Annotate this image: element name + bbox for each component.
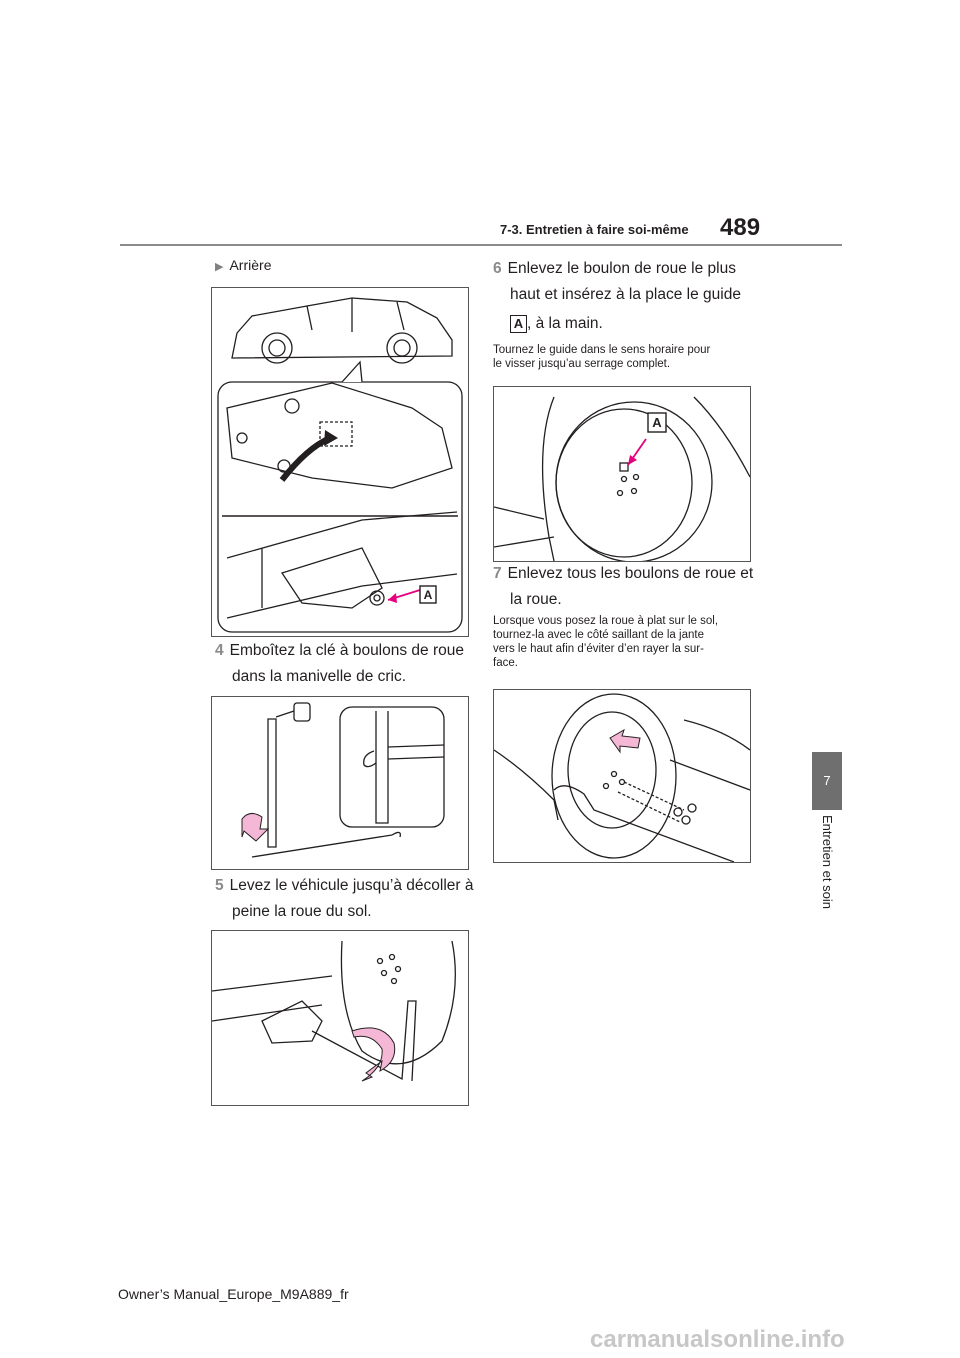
page-number: 489	[720, 214, 761, 241]
note-7-line4: face.	[493, 657, 518, 669]
triangle-bullet-icon: ▶	[215, 261, 224, 273]
step-6-number: 6	[493, 260, 502, 277]
guide-callout-badge: A	[510, 314, 527, 333]
figure-callout-label: A	[652, 415, 662, 430]
guide-insert-illustration: A	[494, 396, 750, 561]
step-7-line2: la roue.	[510, 591, 562, 608]
chapter-tab: 7	[812, 752, 842, 810]
figure-wrench-crank	[211, 696, 469, 870]
header-divider	[120, 244, 842, 246]
watermark: carmanualsonline.info	[590, 1326, 845, 1353]
figure-rear-jack-point: A	[211, 287, 469, 637]
step-6: 6 Enlevez le boulon de roue le plus haut …	[493, 256, 741, 337]
rear-bullet-text: Arrière	[229, 257, 272, 273]
step-5-line2: peine la roue du sol.	[232, 903, 372, 920]
step-4-line1: Emboîtez la clé à boulons de roue	[229, 642, 464, 659]
figure-remove-wheel	[493, 689, 751, 863]
note-7: Lorsque vous posez la roue à plat sur le…	[493, 614, 718, 670]
step-5-number: 5	[215, 877, 224, 894]
note-7-line2: tournez-la avec le côté saillant de la j…	[493, 629, 704, 641]
step-4-line2: dans la manivelle de cric.	[232, 668, 407, 685]
section-title: 7-3. Entretien à faire soi-même	[500, 222, 689, 237]
figure-callout-label: A	[424, 588, 433, 602]
wrench-crank-illustration	[241, 702, 445, 858]
chapter-label-text: Entretien et soin	[820, 815, 835, 909]
step-4: 4 Emboîtez la clé à boulons de roue dans …	[215, 638, 464, 690]
note-6-line1: Tournez le guide dans le sens horaire po…	[493, 344, 711, 356]
note-6: Tournez le guide dans le sens horaire po…	[493, 343, 710, 371]
step-7-number: 7	[493, 565, 502, 582]
chapter-label: Entretien et soin	[782, 815, 872, 935]
step-5: 5 Levez le véhicule jusqu’à décoller à pe…	[215, 873, 473, 925]
step-6-line2: haut et insérez à la place le guide	[510, 286, 741, 303]
step-6-line1: Enlevez le boulon de roue le plus	[507, 260, 736, 277]
figure-guide-insert: A	[493, 386, 751, 562]
rear-bullet: ▶ Arrière	[215, 257, 271, 273]
figure-lift-vehicle	[211, 930, 469, 1106]
step-7-line1: Enlevez tous les boulons de roue et	[507, 565, 754, 582]
lift-vehicle-illustration	[212, 940, 456, 1082]
note-7-line1: Lorsque vous posez la roue à plat sur le…	[493, 615, 719, 627]
step-5-line1: Levez le véhicule jusqu’à décoller à	[229, 877, 474, 894]
remove-wheel-illustration	[494, 693, 750, 862]
rear-jack-point-illustration: A	[217, 297, 463, 633]
note-6-line2: le visser jusqu’au serrage complet.	[493, 358, 671, 370]
step-7: 7 Enlevez tous les boulons de roue et la …	[493, 561, 753, 613]
manual-id: Owner’s Manual_Europe_M9A889_fr	[118, 1286, 349, 1302]
step-4-number: 4	[215, 642, 224, 659]
note-7-line3: vers le haut afin d’éviter d’en rayer la…	[493, 643, 704, 655]
step-6-line3: , à la main.	[527, 315, 603, 332]
